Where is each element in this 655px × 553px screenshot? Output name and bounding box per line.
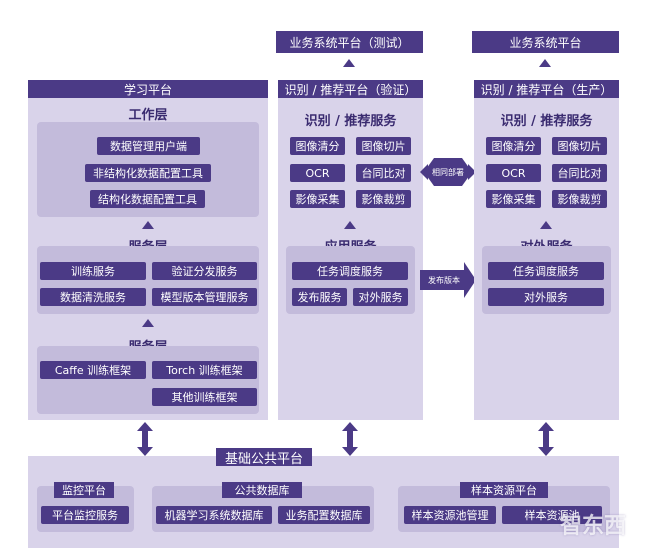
release-version-connector: [420, 262, 476, 298]
business-config-database: 业务配置数据库: [278, 506, 370, 524]
training-service: 训练服务: [40, 262, 146, 280]
double-arrow-icon: [342, 422, 358, 456]
prod-platform-header: 识别 / 推荐平台（生产）: [474, 80, 619, 98]
data-management-client: 数据管理用户端: [97, 137, 200, 155]
ml-system-database: 机器学习系统数据库: [156, 506, 272, 524]
unstructured-data-config-tool: 非结构化数据配置工具: [85, 164, 211, 182]
platform-monitor-service: 平台监控服务: [41, 506, 129, 524]
watermark-logo: 智东西: [560, 514, 627, 539]
arrow-up-icon: [344, 221, 356, 229]
caffe-framework: Caffe 训练框架: [40, 361, 146, 379]
validation-dispatch-service: 验证分发服务: [152, 262, 257, 280]
arrow-up-icon: [343, 59, 355, 67]
monitor-platform-title: 监控平台: [54, 482, 114, 498]
prod-services-title: 识别 / 推荐服务: [500, 113, 593, 129]
structured-data-config-tool: 结构化数据配置工具: [90, 190, 205, 208]
verify-ocr: OCR: [290, 164, 345, 182]
sample-pool-management: 样本资源池管理: [404, 506, 496, 524]
arrow-up-icon: [540, 221, 552, 229]
prod-image-capture: 影像采集: [486, 190, 541, 208]
prod-image-sorting: 图像清分: [486, 137, 541, 155]
public-database-title: 公共数据库: [222, 482, 302, 498]
prod-ocr: OCR: [486, 164, 541, 182]
data-cleaning-service: 数据清洗服务: [40, 288, 146, 306]
verify-publish-service: 发布服务: [292, 288, 347, 306]
test-business-platform: 业务系统平台（测试）: [276, 31, 423, 53]
verify-services-title: 识别 / 推荐服务: [304, 113, 397, 129]
arrow-up-icon: [142, 221, 154, 229]
prod-image-slicing: 图像切片: [552, 137, 607, 155]
verify-image-crop: 影像裁剪: [356, 190, 411, 208]
verify-image-capture: 影像采集: [290, 190, 345, 208]
verify-image-slicing: 图像切片: [356, 137, 411, 155]
verify-image-sorting: 图像清分: [290, 137, 345, 155]
prod-business-platform: 业务系统平台: [472, 31, 619, 53]
same-deploy-label: 相同部署: [432, 167, 464, 177]
sample-pool: 样本资源池: [502, 506, 602, 524]
prod-external-service: 对外服务: [488, 288, 604, 306]
other-framework: 其他训练框架: [152, 388, 257, 406]
verify-contract-compare: 台同比对: [356, 164, 411, 182]
verify-platform-header: 识别 / 推荐平台（验证）: [278, 80, 423, 98]
prod-task-scheduling: 任务调度服务: [488, 262, 604, 280]
learning-platform-header: 学习平台: [28, 80, 268, 98]
double-arrow-icon: [137, 422, 153, 456]
verify-task-scheduling: 任务调度服务: [292, 262, 408, 280]
verify-external-service: 对外服务: [353, 288, 408, 306]
arrow-up-icon: [142, 319, 154, 327]
release-version-label: 发布版本: [428, 275, 460, 285]
base-platform-title: 基础公共平台: [216, 448, 312, 467]
model-version-service: 模型版本管理服务: [152, 288, 257, 306]
double-arrow-icon: [538, 422, 554, 456]
torch-framework: Torch 训练框架: [152, 361, 257, 379]
work-layer-title: 工作层: [128, 107, 168, 123]
sample-resource-title: 样本资源平台: [460, 482, 548, 498]
prod-contract-compare: 台同比对: [552, 164, 607, 182]
arrow-up-icon: [539, 59, 551, 67]
prod-image-crop: 影像裁剪: [552, 190, 607, 208]
same-deploy-connector: [420, 158, 476, 186]
